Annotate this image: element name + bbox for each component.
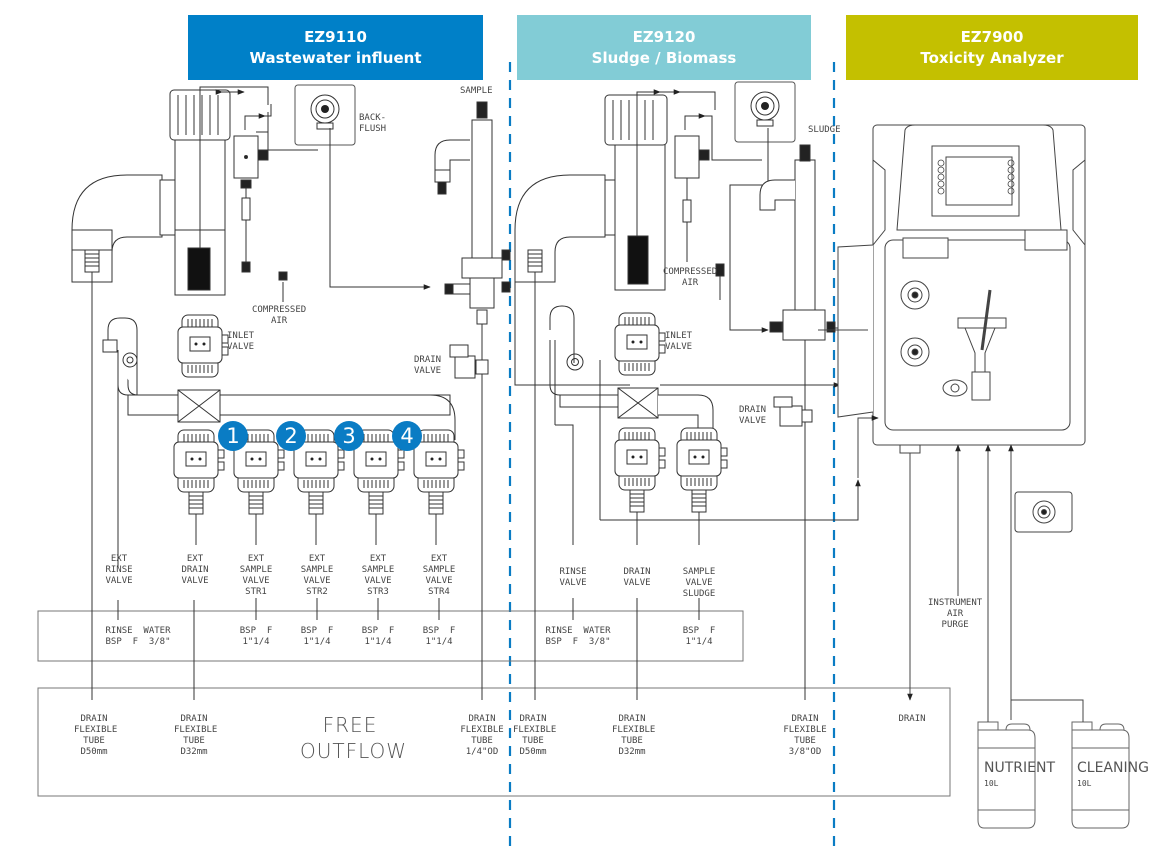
sample-label: SAMPLE xyxy=(460,86,493,96)
valve-label-drain: DRAIN VALVE xyxy=(623,567,651,588)
drain-label-analyzer: DRAIN xyxy=(898,714,926,724)
connection-label-str1: BSP F 1"1/4 xyxy=(239,626,273,647)
free-outflow-label: FREE OUTFLOW xyxy=(300,713,408,763)
drain-label-three-eighths-od: DRAIN FLEXIBLE TUBE 3/8"OD xyxy=(783,714,827,757)
drain-box xyxy=(37,687,951,797)
connection-label-str2: BSP F 1"1/4 xyxy=(300,626,334,647)
connection-box xyxy=(37,610,744,662)
drain-valve-label: DRAIN VALVE xyxy=(739,405,767,426)
ez9110-drawing xyxy=(71,84,511,700)
drain-label-d32: DRAIN FLEXIBLE TUBE D32mm xyxy=(174,714,218,757)
connection-label-rinse-water: RINSE WATER BSP F 3/8" xyxy=(545,626,611,647)
connection-label-str4: BSP F 1"1/4 xyxy=(422,626,456,647)
connection-label-rinse-water: RINSE WATER BSP F 3/8" xyxy=(105,626,171,647)
header-ez7900: EZ7900 Toxicity Analyzer xyxy=(846,15,1138,80)
drain-label-d32: DRAIN FLEXIBLE TUBE D32mm xyxy=(612,714,656,757)
inlet-valve-label: INLET VALVE xyxy=(665,331,693,352)
tank-cleaning-volume: 10L xyxy=(1077,779,1092,788)
valve-label-str3: EXT SAMPLE VALVE STR3 xyxy=(361,554,395,597)
backflush-label: BACK- FLUSH xyxy=(359,113,387,134)
valve-label-ext-rinse: EXT RINSE VALVE xyxy=(105,554,133,586)
instrument-air-purge-label: INSTRUMENT AIR PURGE xyxy=(928,598,983,630)
stream-badge-4: 4 xyxy=(392,421,422,451)
header-ez9120: EZ9120 Sludge / Biomass xyxy=(517,15,811,80)
compressed-air-label: COMPRESSED AIR xyxy=(663,267,718,288)
stream-badge-2: 2 xyxy=(276,421,306,451)
header-name: Wastewater influent xyxy=(249,48,422,67)
valve-label-ext-drain: EXT DRAIN VALVE xyxy=(181,554,209,586)
connection-label-sludge: BSP F 1"1/4 xyxy=(682,626,716,647)
valve-label-str4: EXT SAMPLE VALVE STR4 xyxy=(422,554,456,597)
header-code: EZ9120 xyxy=(632,27,696,46)
drain-label-d50: DRAIN FLEXIBLE TUBE D50mm xyxy=(74,714,118,757)
valve-label-sample-sludge: SAMPLE VALVE SLUDGE xyxy=(682,567,716,599)
tank-nutrient-volume: 10L xyxy=(984,779,999,788)
tank-cleaning-name: CLEANING xyxy=(1077,760,1149,776)
ez7900-drawing xyxy=(818,124,1130,829)
connection-label-str3: BSP F 1"1/4 xyxy=(361,626,395,647)
tank-nutrient-name: NUTRIENT xyxy=(984,760,1055,776)
valve-label-rinse: RINSE VALVE xyxy=(559,567,587,588)
drain-valve-label: DRAIN VALVE xyxy=(414,355,442,376)
stream-badge-1: 1 xyxy=(218,421,248,451)
header-code: EZ7900 xyxy=(960,27,1024,46)
sludge-label: SLUDGE xyxy=(808,125,841,135)
valve-label-str2: EXT SAMPLE VALVE STR2 xyxy=(300,554,334,597)
header-ez9110: EZ9110 Wastewater influent xyxy=(188,15,483,80)
ez9120-drawing xyxy=(514,81,870,700)
drain-label-d50: DRAIN FLEXIBLE TUBE D50mm xyxy=(513,714,557,757)
stream-badge-3: 3 xyxy=(334,421,364,451)
valve-label-str1: EXT SAMPLE VALVE STR1 xyxy=(239,554,273,597)
compressed-air-label: COMPRESSED AIR xyxy=(252,305,307,326)
header-name: Sludge / Biomass xyxy=(591,48,737,67)
inlet-valve-label: INLET VALVE xyxy=(227,331,255,352)
drain-label-quarter-od: DRAIN FLEXIBLE TUBE 1/4"OD xyxy=(460,714,504,757)
header-name: Toxicity Analyzer xyxy=(920,48,1064,67)
header-code: EZ9110 xyxy=(304,27,367,46)
